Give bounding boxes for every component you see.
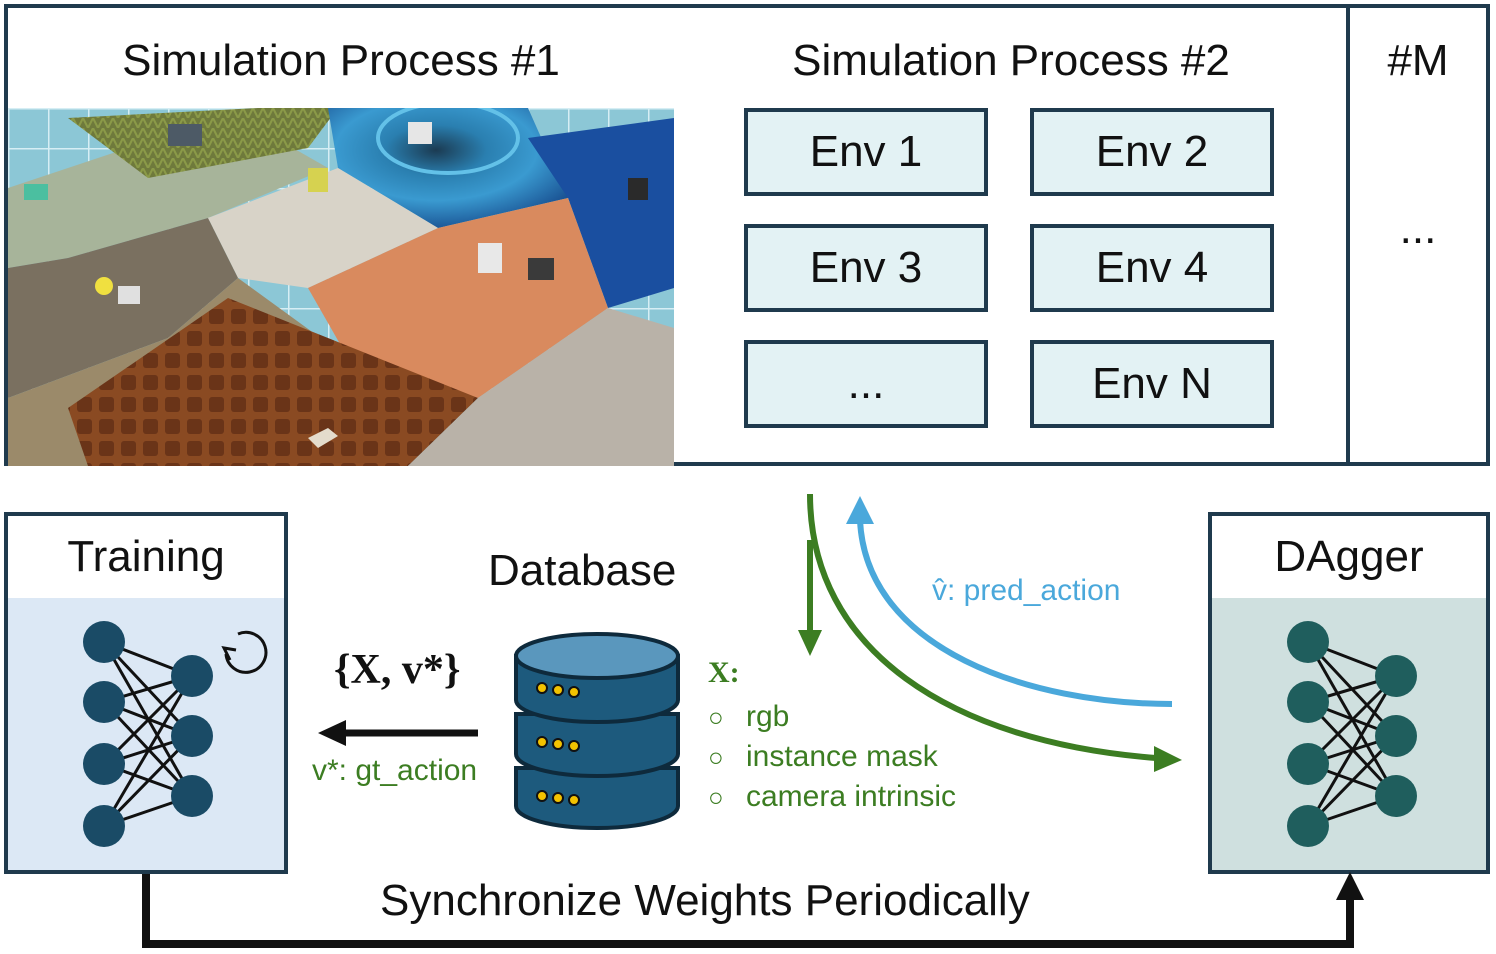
network-node <box>171 715 213 757</box>
network-node <box>1375 715 1417 757</box>
training-network <box>8 598 284 870</box>
sim-process-m-title: #M <box>1387 36 1449 85</box>
refresh-icon <box>221 630 268 674</box>
dagger-panel: DAgger <box>1208 512 1490 874</box>
network-node <box>83 805 125 847</box>
sim-process-1-title: Simulation Process #1 <box>122 36 560 85</box>
observation-bullet: ○ <box>708 702 724 732</box>
network-node <box>1375 775 1417 817</box>
network-node <box>1287 621 1329 663</box>
dagger-title: DAgger <box>1274 532 1424 581</box>
gt-action-label: v*: gt_action <box>312 754 478 787</box>
arrow-to-training <box>318 720 478 746</box>
sim-process-m-ellipsis: ... <box>1399 204 1437 253</box>
training-title: Training <box>67 532 225 581</box>
observation-item: rgb <box>746 700 790 733</box>
observation-item: camera intrinsic <box>746 780 957 813</box>
env-box: Env 1 <box>744 108 988 196</box>
database-title: Database <box>488 546 677 595</box>
network-node <box>1287 805 1329 847</box>
sync-arrow <box>142 872 1364 948</box>
env-box: Env 3 <box>744 224 988 312</box>
flow-arrows <box>798 493 1182 772</box>
simulation-render-image <box>8 108 674 466</box>
observation-bullet: ○ <box>708 782 724 812</box>
observation-bullet: ○ <box>708 742 724 772</box>
database-icon <box>514 632 680 830</box>
sim-process-m-panel: #M ... <box>1346 4 1490 466</box>
env-box: Env N <box>1030 340 1274 428</box>
sync-label: Synchronize Weights Periodically <box>380 876 1030 925</box>
pred-action-label: v̂: pred_action <box>932 574 1121 607</box>
observation-arrow <box>798 493 1182 772</box>
network-node <box>171 655 213 697</box>
network-node <box>83 621 125 663</box>
sim-process-2-title: Simulation Process #2 <box>792 36 1230 85</box>
training-panel: Training <box>4 512 288 874</box>
pred-action-arrow <box>846 496 1173 707</box>
observations-heading: X: <box>708 656 740 689</box>
database-set-label: {X, v*} <box>334 647 461 693</box>
sim-process-2-panel: Simulation Process #2 Env 1 Env 2 Env 3 … <box>674 4 1352 466</box>
network-node <box>1375 655 1417 697</box>
network-node <box>171 775 213 817</box>
env-box: Env 4 <box>1030 224 1274 312</box>
env-box: Env 2 <box>1030 108 1274 196</box>
sim-process-1-panel: Simulation Process #1 <box>4 4 678 466</box>
network-node <box>1287 681 1329 723</box>
dagger-network <box>1212 598 1486 870</box>
network-node <box>83 743 125 785</box>
network-node <box>1287 743 1329 785</box>
observation-item: instance mask <box>746 740 938 773</box>
env-box: ... <box>744 340 988 428</box>
network-node <box>83 681 125 723</box>
